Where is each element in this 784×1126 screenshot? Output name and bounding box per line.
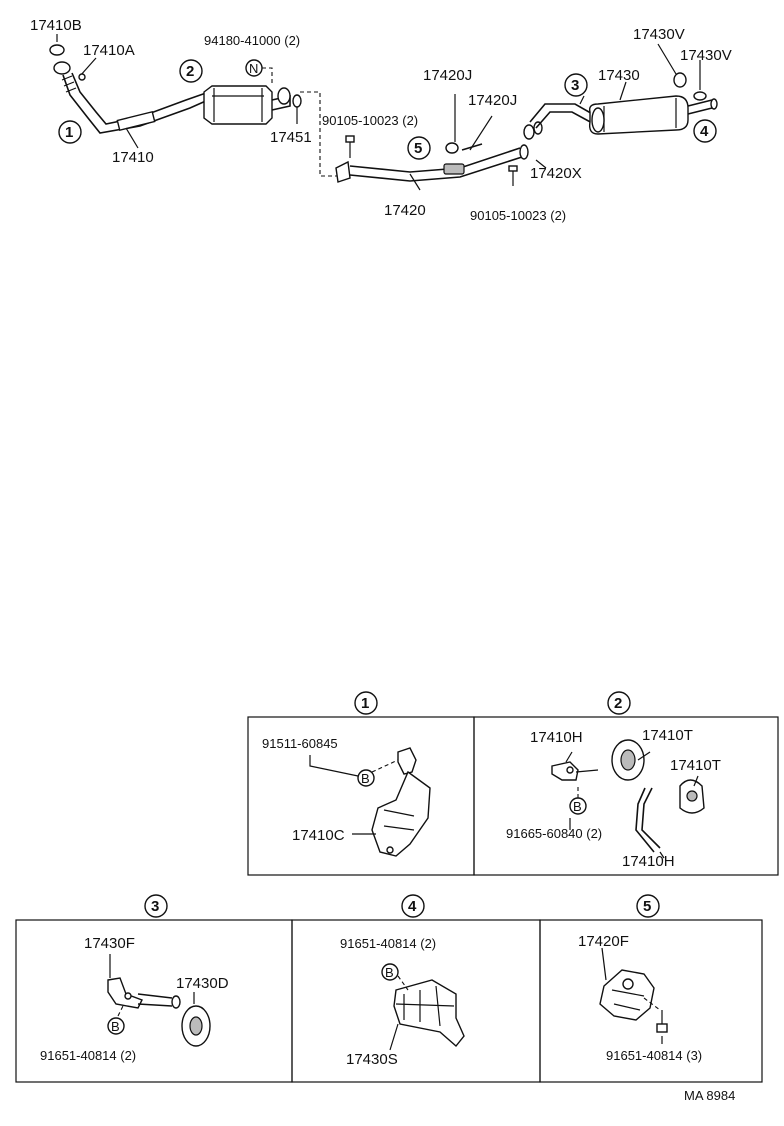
detail-callout-2: 2 xyxy=(607,691,631,715)
insulator-17410T-a xyxy=(611,739,645,781)
label-17430F: 17430F xyxy=(84,935,135,952)
svg-text:5: 5 xyxy=(414,140,422,157)
b-marker-d1: B xyxy=(357,769,375,787)
svg-text:N: N xyxy=(249,61,258,76)
hanger-17410H-b xyxy=(635,787,661,853)
b-marker-d4: B xyxy=(381,963,399,981)
svg-text:B: B xyxy=(573,799,582,814)
label-17410A: 17410A xyxy=(83,42,135,59)
front-pipe-17410 xyxy=(49,44,209,134)
bracket-17420F xyxy=(599,969,668,1033)
bracket-17430S xyxy=(393,979,465,1048)
leader-17410T-b xyxy=(693,775,699,787)
svg-text:2: 2 xyxy=(614,695,622,712)
leader-17410 xyxy=(125,127,139,149)
dash-d4 xyxy=(397,975,409,991)
detail-callout-3: 3 xyxy=(144,894,168,918)
leader-17410T-a xyxy=(637,751,651,761)
label-17410B: 17410B xyxy=(30,17,82,34)
label-17430: 17430 xyxy=(598,67,640,84)
label-91665: 91665-60840 (2) xyxy=(506,826,602,841)
detail-box-2 xyxy=(473,716,779,876)
bracket-17410C xyxy=(371,747,431,857)
b-marker-d3: B xyxy=(107,1017,125,1035)
label-91651-d4: 91651-40814 (2) xyxy=(340,936,436,951)
label-17430D: 17430D xyxy=(176,975,229,992)
detail-callout-1: 1 xyxy=(354,691,378,715)
leader-91511 xyxy=(309,755,359,777)
svg-text:2: 2 xyxy=(186,63,194,80)
bracket-17430F xyxy=(107,977,181,1009)
leader-17410H-a xyxy=(565,751,573,763)
leader-17410A xyxy=(79,57,97,77)
svg-text:1: 1 xyxy=(361,695,369,712)
dash-d3 xyxy=(117,1003,125,1017)
callout-5: 5 xyxy=(407,136,431,160)
label-17420J-b: 17420J xyxy=(468,92,517,109)
svg-text:3: 3 xyxy=(571,77,579,94)
label-17410T-a: 17410T xyxy=(642,727,693,744)
svg-text:1: 1 xyxy=(65,124,73,141)
label-91651-d5: 91651-40814 (3) xyxy=(606,1048,702,1063)
svg-text:3: 3 xyxy=(151,898,159,915)
insulator-17410T-b xyxy=(679,779,705,814)
label-17420X: 17420X xyxy=(530,165,582,182)
stud-marker: N xyxy=(245,59,273,86)
hanger-17410H-a xyxy=(551,761,599,781)
label-17430V-top: 17430V xyxy=(633,26,685,43)
label-17410H-a: 17410H xyxy=(530,729,583,746)
label-17410: 17410 xyxy=(112,149,154,166)
converter-body xyxy=(203,85,302,125)
leader-17420F xyxy=(601,947,607,981)
diagram-code: MA 8984 xyxy=(684,1088,735,1103)
connector-dashed-line xyxy=(300,91,338,177)
bolt-90105-a xyxy=(345,135,355,158)
detail-callout-4: 4 xyxy=(401,894,425,918)
label-17420: 17420 xyxy=(384,202,426,219)
bolt-90105-b xyxy=(508,165,518,186)
label-90105-a: 90105-10023 (2) xyxy=(322,113,418,128)
label-17410T-b: 17410T xyxy=(670,757,721,774)
label-91511: 91511-60845 xyxy=(262,736,338,751)
label-17410H-b: 17410H xyxy=(622,853,675,870)
detail-callout-5: 5 xyxy=(636,894,660,918)
label-17430S: 17430S xyxy=(346,1051,398,1068)
dash-d1 xyxy=(371,759,399,773)
label-17451: 17451 xyxy=(270,129,312,146)
label-91651-d3: 91651-40814 (2) xyxy=(40,1048,136,1063)
label-17410C: 17410C xyxy=(292,827,345,844)
gasket-17420X xyxy=(523,121,547,169)
label-17420F: 17420F xyxy=(578,933,629,950)
clip-17410A xyxy=(78,73,86,81)
svg-text:B: B xyxy=(385,965,394,980)
label-17420J-a: 17420J xyxy=(423,67,472,84)
leader-17430S xyxy=(389,1023,399,1051)
center-pipe-17420 xyxy=(335,144,529,183)
callout-1: 1 xyxy=(58,120,82,144)
leader-17430 xyxy=(619,81,627,101)
label-90105-b: 90105-10023 (2) xyxy=(470,208,566,223)
leader-17420 xyxy=(409,173,421,191)
detail-box-5 xyxy=(539,919,763,1083)
svg-text:4: 4 xyxy=(700,123,709,140)
callout-3: 3 xyxy=(564,73,588,97)
leader-17410H-b xyxy=(659,851,665,859)
label-17430V: 17430V xyxy=(680,47,732,64)
gasket-17430V xyxy=(657,43,707,101)
b-marker-d2: B xyxy=(569,797,587,815)
gasket-17420J xyxy=(445,94,493,154)
callout-2: 2 xyxy=(179,59,203,83)
insulator-17430D xyxy=(181,1005,211,1047)
svg-text:5: 5 xyxy=(643,898,651,915)
svg-text:B: B xyxy=(111,1019,120,1034)
svg-text:4: 4 xyxy=(408,898,417,915)
muffler-17430 xyxy=(529,95,718,135)
callout-4: 4 xyxy=(693,119,717,143)
label-94180: 94180-41000 (2) xyxy=(204,33,300,48)
svg-text:B: B xyxy=(361,771,370,786)
